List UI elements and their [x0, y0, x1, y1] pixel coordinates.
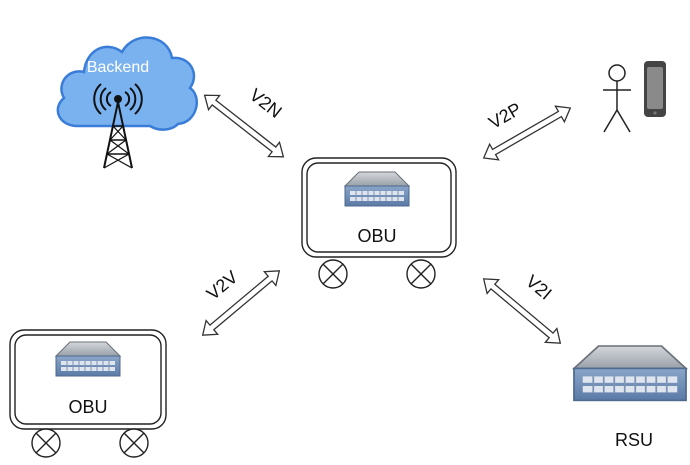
wheel-icon — [318, 259, 348, 289]
cloud-icon — [56, 36, 198, 131]
obu-center-vehicle: OBU — [301, 157, 457, 289]
v2i-arrow — [477, 271, 567, 351]
v2i-label: V2I — [522, 271, 556, 304]
network-device-icon — [573, 345, 687, 402]
smartphone-icon — [644, 61, 666, 117]
backend-cloud: Backend — [56, 36, 198, 169]
wheel-icon — [31, 428, 61, 458]
network-device-icon — [55, 341, 121, 377]
network-device-icon — [344, 171, 410, 207]
v2n-label: V2N — [246, 85, 286, 122]
v2v-arrow — [196, 263, 286, 343]
double-arrow-icon — [477, 271, 567, 351]
rsu-label: RSU — [615, 430, 653, 450]
obu-left-label: OBU — [68, 397, 107, 417]
v2v-label: V2V — [203, 267, 242, 304]
wheel-icon — [406, 259, 436, 289]
v2p-label: V2P — [485, 99, 524, 133]
backend-label: Backend — [87, 59, 149, 76]
antenna-tower-icon — [93, 83, 143, 169]
rsu-node: RSU — [573, 345, 687, 450]
wheel-icon — [119, 428, 149, 458]
double-arrow-icon — [196, 263, 286, 343]
obu-center-label: OBU — [357, 226, 396, 246]
pedestrian-icon — [603, 64, 631, 133]
obu-left-vehicle: OBU — [9, 329, 167, 458]
